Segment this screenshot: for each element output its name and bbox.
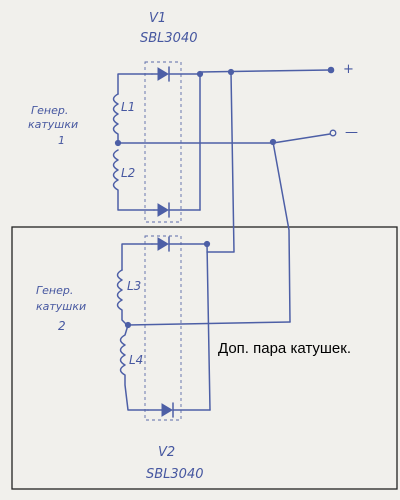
v2-outline xyxy=(144,235,182,421)
group-1-caption-line2: катушки xyxy=(28,118,78,131)
terminal-minus xyxy=(329,129,337,137)
v1-part-label: SBL3040 xyxy=(140,31,198,46)
wire-v2-to-plus xyxy=(206,71,235,253)
coil-l4-label: L4 xyxy=(129,353,143,367)
terminal-plus xyxy=(327,66,335,74)
plus-terminal-label: + xyxy=(343,62,354,77)
v2-part-label: SBL3040 xyxy=(146,467,204,482)
wire-v2-cathodes xyxy=(206,243,211,411)
wire-tap2-to-minus xyxy=(272,141,291,323)
diode-v2-b xyxy=(147,402,211,418)
group-1-number: 1 xyxy=(58,134,65,147)
wire-minus-rail xyxy=(272,133,331,144)
v2-ref-label: V2 xyxy=(158,445,175,460)
wire-plus-rail xyxy=(199,69,331,73)
junction-v2 xyxy=(203,240,211,248)
added-coils-frame xyxy=(11,226,398,490)
v1-outline xyxy=(144,61,182,223)
wire-lower-top xyxy=(121,243,153,271)
coil-l3-label: L3 xyxy=(127,279,141,293)
coil-l1 xyxy=(112,93,119,143)
coil-l2-label: L2 xyxy=(121,166,135,180)
group-2-caption-line1: Генер. xyxy=(36,284,73,297)
diode-v2-a xyxy=(151,236,208,252)
group-2-number: 2 xyxy=(58,319,66,333)
diode-v1-b xyxy=(153,202,201,218)
added-coils-note: Доп. пара катушек. xyxy=(218,340,351,357)
coil-l3 xyxy=(116,269,129,327)
coil-l4 xyxy=(119,324,149,411)
v1-ref-label: V1 xyxy=(149,11,166,26)
minus-terminal-label: — xyxy=(345,125,358,140)
wire-top-left xyxy=(117,73,153,95)
group-1-caption-line1: Генер. xyxy=(31,104,68,117)
coil-l2 xyxy=(112,149,155,211)
coil-l1-label: L1 xyxy=(121,100,135,114)
diode-v1-a xyxy=(151,66,201,82)
coil-group-1 xyxy=(112,73,274,211)
group-2-caption-line2: катушки xyxy=(36,300,86,313)
coil-group-2 xyxy=(116,243,291,411)
